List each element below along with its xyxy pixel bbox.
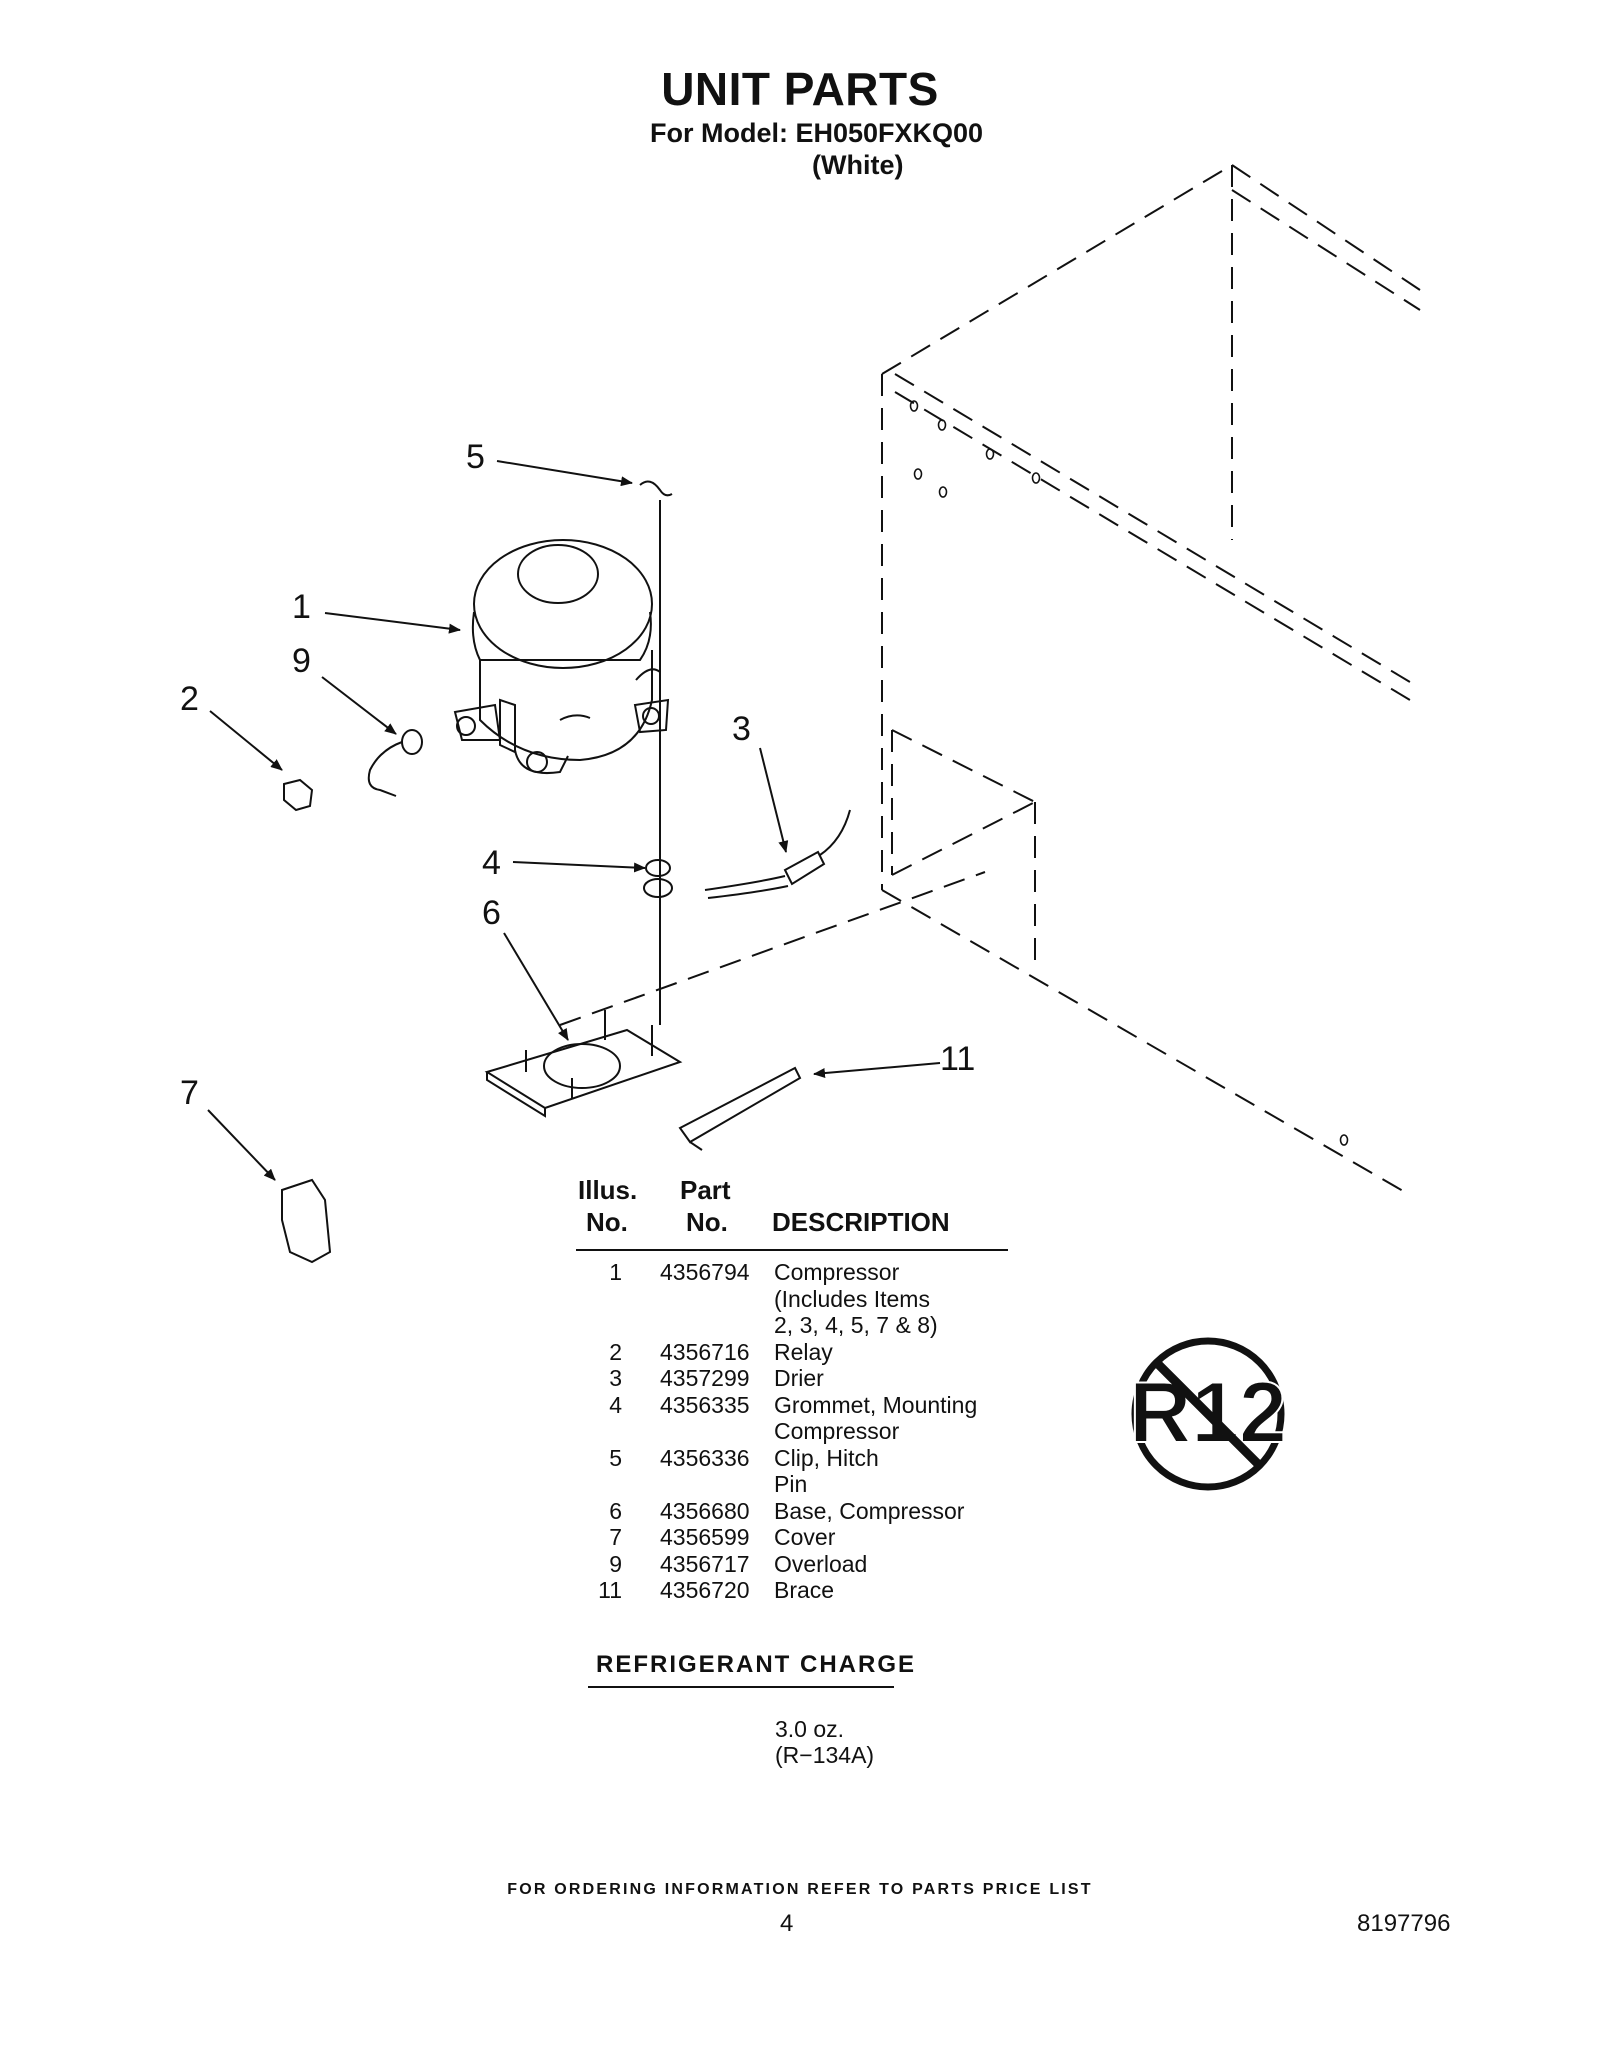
description-cell: Base, Compressor (774, 1497, 965, 1524)
no-r12-icon: R12 (1128, 1337, 1288, 1491)
header-illus-no: No. (586, 1207, 628, 1237)
callout-2: 2 (180, 680, 199, 718)
illus-no-cell: 6 (609, 1497, 622, 1524)
refrigerant-charge-amount: 3.0 oz. (775, 1716, 845, 1742)
part-no-cell: 4356680 (660, 1497, 750, 1524)
grommet-illustration (643, 859, 673, 898)
illus-no-cell: 9 (609, 1550, 622, 1577)
callout-3: 3 (732, 710, 751, 748)
relay-illustration (283, 778, 314, 812)
callout-11: 11 (940, 1040, 976, 1078)
description-cell: Drier (774, 1365, 824, 1391)
overload-illustration (367, 729, 423, 797)
compressor-illustration (453, 539, 670, 774)
brace-illustration (678, 1066, 802, 1151)
description-cell: Compressor (774, 1259, 900, 1285)
description-cell: Compressor (774, 1418, 900, 1444)
description-cell: Relay (774, 1338, 833, 1365)
part-no-cell: 4357299 (660, 1365, 750, 1391)
part-no-cell: 4356794 (660, 1259, 750, 1285)
description-cell: (Includes Items (774, 1285, 930, 1312)
part-no-cell: 4356335 (660, 1391, 750, 1418)
illus-no-cell: 4 (609, 1391, 622, 1418)
cover-illustration (281, 1178, 332, 1264)
model-line: For Model: EH050FXKQ00 (650, 118, 984, 148)
header-illus: Illus. (578, 1175, 638, 1205)
description-cell: Overload (774, 1550, 868, 1577)
header-rule (576, 1249, 1008, 1251)
description-cell: 2, 3, 4, 5, 7 & 8) (774, 1312, 938, 1338)
header-description: DESCRIPTION (772, 1207, 950, 1237)
illus-no-cell: 1 (609, 1259, 622, 1285)
base-illustration (484, 1010, 683, 1118)
callout-9: 9 (292, 642, 311, 680)
ordering-info-note: FOR ORDERING INFORMATION REFER TO PARTS … (507, 1881, 1093, 1898)
document-number: 8197796 (1357, 1910, 1451, 1937)
illus-no-cell: 7 (609, 1524, 622, 1550)
color-line: (White) (812, 150, 904, 180)
illus-no-cell: 2 (609, 1338, 622, 1365)
description-cell: Clip, Hitch (774, 1444, 879, 1471)
refrigerant-type: (R−134A) (775, 1742, 875, 1768)
callout-6: 6 (482, 894, 501, 932)
header-part-no: No. (686, 1207, 728, 1237)
description-cell: Pin (774, 1471, 808, 1497)
clip-hitch-pin (639, 480, 673, 497)
illus-no-cell: 3 (609, 1365, 622, 1391)
description-cell: Cover (774, 1524, 836, 1550)
callout-5: 5 (466, 438, 485, 476)
description-cell: Brace (774, 1577, 835, 1603)
exploded-parts-diagram (207, 164, 1421, 1264)
header-part: Part (680, 1175, 731, 1205)
illus-no-cell: 11 (598, 1577, 622, 1603)
part-no-cell: 4356716 (660, 1338, 750, 1365)
callout-4: 4 (482, 844, 501, 882)
cabinet-outline (559, 164, 1421, 1196)
refrigerant-charge-rule (588, 1686, 894, 1688)
part-no-cell: 4356336 (660, 1444, 750, 1471)
part-no-cell: 4356599 (660, 1524, 750, 1550)
drier-illustration (704, 809, 851, 899)
illus-no-cell: 5 (609, 1444, 622, 1471)
page-number: 4 (780, 1910, 794, 1937)
page-title: UNIT PARTS (661, 63, 939, 115)
callout-7: 7 (180, 1074, 199, 1112)
part-no-cell: 4356717 (660, 1550, 750, 1577)
callout-1: 1 (292, 588, 311, 626)
description-cell: Grommet, Mounting (774, 1391, 978, 1418)
part-no-cell: 4356720 (660, 1577, 750, 1603)
refrigerant-charge-title: REFRIGERANT CHARGE (596, 1651, 917, 1678)
